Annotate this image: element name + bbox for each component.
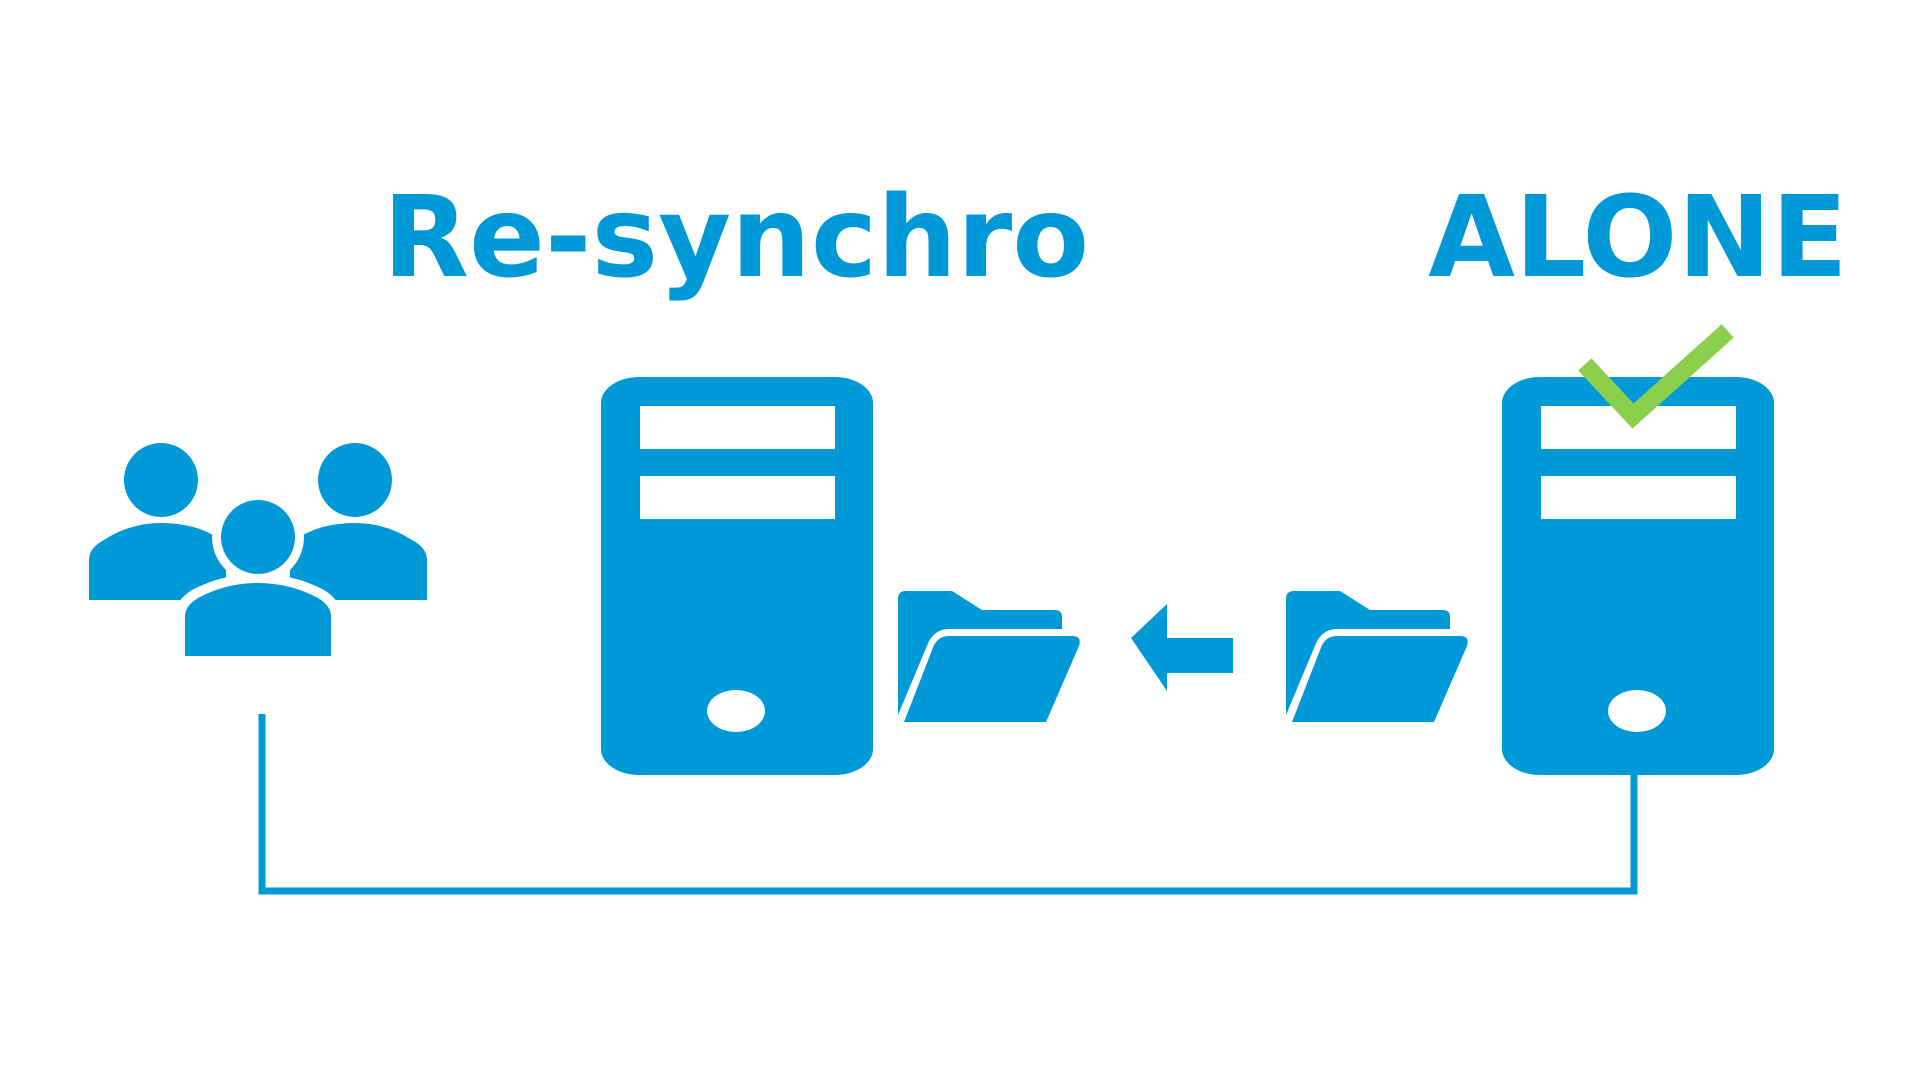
server-tower-icon-right [1502,377,1774,775]
users-group-icon [89,443,427,663]
server-tower-icon-left [601,377,873,775]
arrow-left-icon [1131,604,1233,691]
open-folder-icon-right [1286,591,1468,722]
left-server-label: Re-synchro [383,173,1089,303]
open-folder-icon-left [898,591,1080,722]
right-server-label: ALONE [1428,173,1848,303]
connection-line [258,714,1638,895]
checkmark-icon [1578,324,1734,429]
